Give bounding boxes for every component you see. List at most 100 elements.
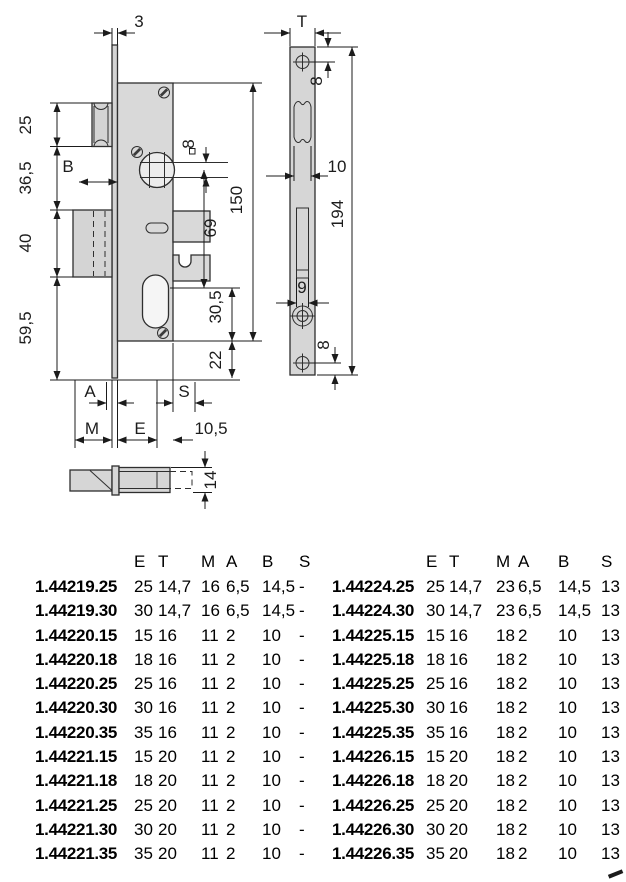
page-corner-mark — [607, 869, 624, 879]
part-number: 1.44220.18 — [35, 649, 118, 669]
dim-value: 10 — [262, 844, 281, 864]
latch-head — [69, 469, 113, 492]
dim-value: 35 — [134, 722, 153, 742]
dim-value: - — [299, 698, 305, 718]
dim-value: 18 — [496, 795, 515, 815]
dim-value: 30 — [426, 698, 445, 718]
dim-value: 10 — [558, 698, 577, 718]
column-header: A — [226, 552, 238, 571]
main-dimensions — [50, 28, 262, 448]
faceplate-dimensions — [264, 28, 358, 390]
dim-value: 16 — [449, 722, 468, 742]
part-number: 1.44224.30 — [332, 601, 415, 621]
dim-value: 18 — [496, 844, 515, 864]
part-number: 1.44220.35 — [35, 722, 118, 742]
dim-value: 11 — [201, 795, 219, 815]
dim-value: 16 — [158, 674, 177, 694]
dim-value: 16 — [158, 625, 177, 645]
part-number: 1.44226.25 — [332, 795, 415, 815]
column-header: E — [426, 552, 438, 571]
dim-value: 20 — [449, 819, 468, 839]
column-header: B — [262, 552, 274, 571]
dim-bolt-height: 40 — [16, 234, 35, 253]
dim-latch-height: 25 — [16, 116, 35, 135]
lock-case-view — [72, 44, 228, 379]
dim-value: 2 — [518, 771, 528, 791]
dim-value: 13 — [601, 601, 620, 621]
faceplate-side — [111, 465, 120, 496]
dim-value: 25 — [426, 577, 445, 596]
dim-value: 11 — [201, 625, 219, 645]
dim-value: 15 — [426, 747, 445, 767]
dim-value: 10 — [262, 722, 281, 742]
dim-value: 35 — [426, 722, 445, 742]
dim-case-height: 150 — [227, 186, 246, 214]
dim-value: 2 — [518, 795, 528, 815]
dim-value: 13 — [601, 674, 620, 694]
dim-value: 2 — [226, 844, 236, 864]
dim-m-label: M — [85, 419, 99, 438]
dim-value: 2 — [226, 674, 236, 694]
part-number: 1.44225.35 — [332, 722, 415, 742]
part-number: 1.44220.25 — [35, 674, 118, 694]
dim-value: 2 — [226, 698, 236, 718]
dim-value: 15 — [426, 625, 445, 645]
dim-value: 16 — [449, 649, 468, 669]
dim-value: 13 — [601, 577, 620, 596]
dim-value: 20 — [158, 844, 177, 864]
dim-value: 18 — [134, 771, 153, 791]
main-dimension-labels: 3 25 36,5 B 40 59,5 A S M E 10,5 8 150 6… — [16, 12, 246, 438]
dim-value: 10 — [558, 722, 577, 742]
column-header: B — [558, 552, 570, 571]
dim-cyl-slot-width: 9 — [297, 278, 306, 297]
column-header: E — [134, 552, 146, 571]
dim-value: 10 — [262, 771, 281, 791]
faceplate-screw-bottom — [293, 353, 312, 373]
dim-spindle-size: 8 — [179, 139, 198, 148]
dim-value: 6,5 — [226, 601, 250, 621]
dim-value: 10 — [262, 625, 281, 645]
column-header: T — [158, 552, 169, 571]
dim-plate-overhang: 22 — [206, 351, 225, 370]
dim-value: 10 — [558, 844, 577, 864]
dim-value: 2 — [518, 625, 528, 645]
dim-value: 20 — [158, 819, 177, 839]
header-spacer — [332, 551, 425, 575]
dim-value: 2 — [518, 844, 528, 864]
case-screw-mid — [131, 146, 143, 158]
dim-value: 35 — [134, 844, 153, 864]
dim-value: 30 — [426, 601, 445, 621]
part-number: 1.44219.30 — [35, 601, 118, 621]
case-screw-top — [158, 86, 170, 99]
dim-value: 18 — [496, 747, 515, 767]
dim-value: 2 — [226, 722, 236, 742]
faceplate-dimension-labels: T 8 10 194 9 8 — [297, 12, 347, 350]
part-number: 1.44221.30 — [35, 819, 118, 839]
dim-value: 14,7 — [158, 601, 192, 621]
dim-edge-offset: 10,5 — [194, 419, 227, 438]
dim-value: 11 — [201, 674, 219, 694]
dim-value: - — [299, 674, 305, 694]
dim-value: 2 — [518, 649, 528, 669]
square-spindle-symbol — [189, 148, 196, 155]
faceplate-screw-cylinder — [289, 303, 316, 329]
column-header: T — [449, 552, 460, 571]
dim-value: 13 — [601, 698, 620, 718]
dim-value: 6,5 — [518, 601, 542, 621]
part-number: 1.44221.18 — [35, 771, 118, 791]
dim-value: 14,7 — [449, 577, 483, 596]
dim-bolt-to-bottom: 59,5 — [16, 311, 35, 344]
dim-value: 18 — [496, 674, 515, 694]
dim-value: 10 — [558, 795, 577, 815]
